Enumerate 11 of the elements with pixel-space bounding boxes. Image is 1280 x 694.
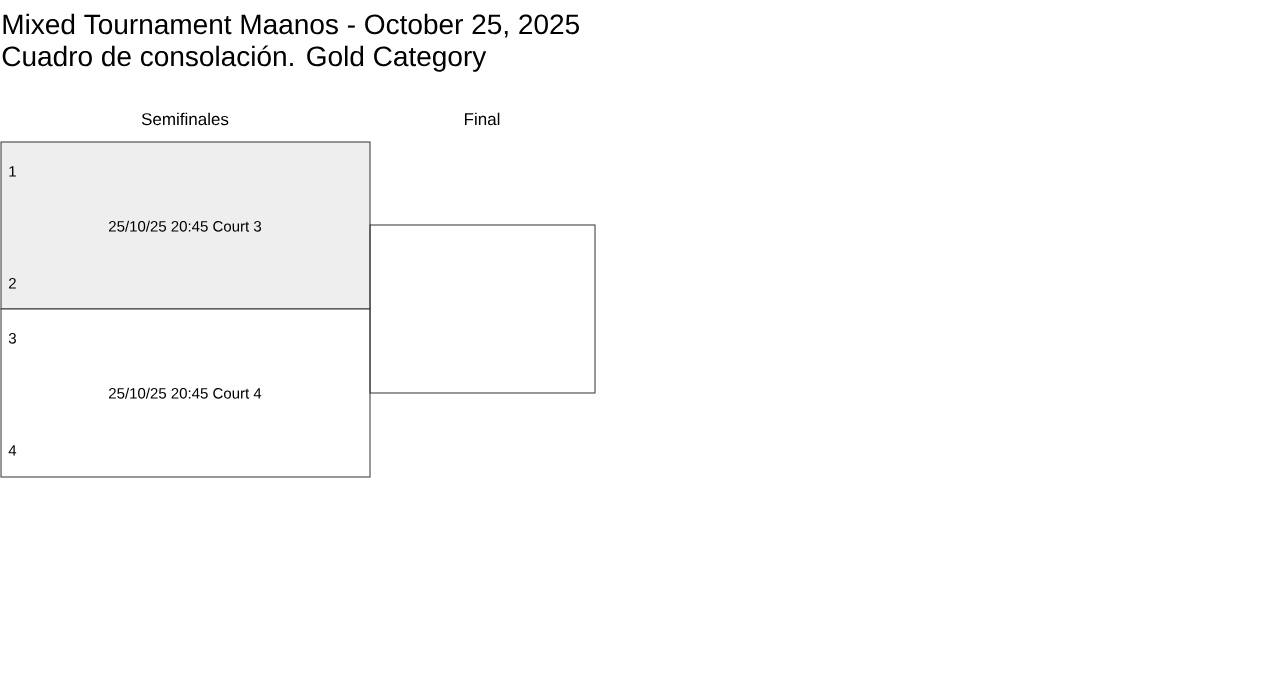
subtitle: Cuadro de consolación. Gold Category bbox=[2, 45, 487, 72]
title: Mixed Tournament Maanos - October 25, 2025 bbox=[3, 13, 579, 38]
seed-number: 4 bbox=[8, 445, 17, 456]
bracket-box bbox=[369, 224, 596, 394]
match-time: 25/10/25 20:45 Court 4 bbox=[109, 387, 262, 399]
column-heading: Semifinales bbox=[141, 112, 229, 126]
seed-number: 1 bbox=[9, 166, 16, 177]
seed-number: 2 bbox=[9, 278, 16, 289]
column-heading: Final bbox=[465, 112, 500, 126]
match-time: 25/10/25 20:45 Court 3 bbox=[109, 220, 262, 232]
seed-number: 3 bbox=[8, 333, 16, 344]
